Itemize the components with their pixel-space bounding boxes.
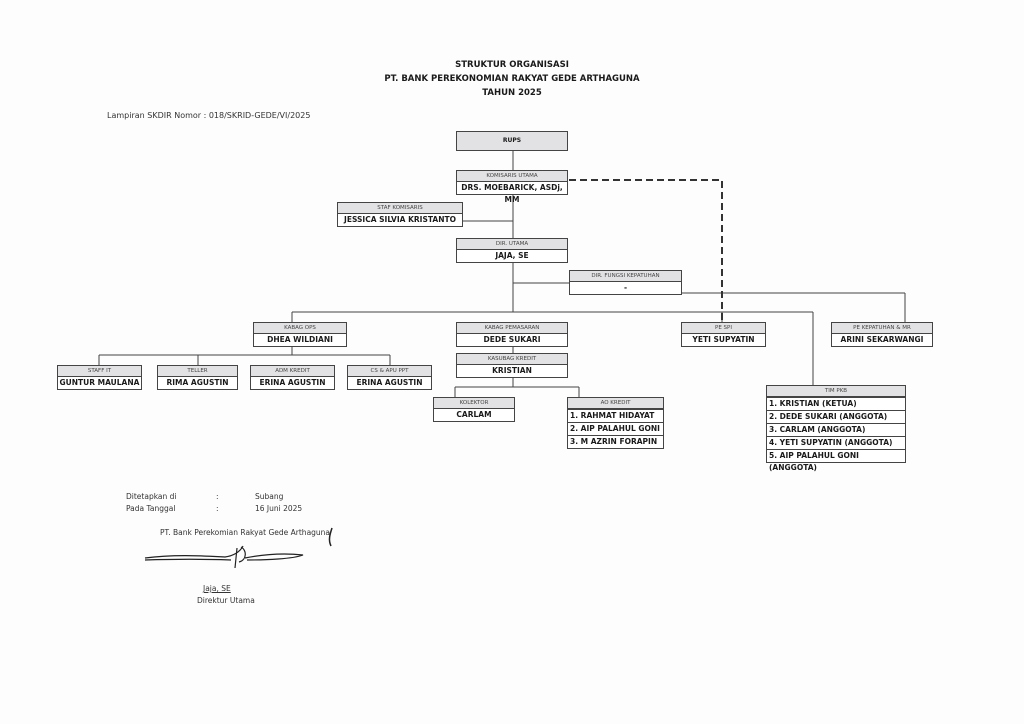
- tanggal-label: Pada Tanggal: [126, 504, 176, 513]
- person-name: ERINA AGUSTIN: [356, 378, 423, 387]
- person-name: DHEA WILDIANI: [267, 335, 333, 344]
- member-name: 5. AIP PALAHUL GONI (ANGGOTA): [767, 449, 905, 472]
- person-name: CARLAM: [456, 410, 492, 419]
- dashed-oversight-line: [569, 179, 723, 322]
- person-name: -: [623, 283, 628, 292]
- role-label: KOMISARIS UTAMA: [457, 171, 567, 182]
- title-line-1: STRUKTUR ORGANISASI: [455, 60, 569, 70]
- box-dir-fungsi-kepatuhan: DIR. FUNGSI KEPATUHAN -: [569, 270, 682, 295]
- document-title: STRUKTUR ORGANISASI PT. BANK PEREKONOMIA…: [0, 58, 1024, 100]
- member-name: 4. YETI SUPYATIN (ANGGOTA): [767, 436, 905, 449]
- role-label: KOLEKTOR: [434, 398, 514, 409]
- box-pe-spi: PE SPI YETI SUPYATIN: [681, 322, 766, 347]
- role-label: PE SPI: [682, 323, 765, 334]
- person-name: KRISTIAN: [492, 366, 532, 375]
- role-label: TELLER: [158, 366, 237, 377]
- member-name: 1. KRISTIAN (KETUA): [767, 397, 905, 410]
- box-kolektor: KOLEKTOR CARLAM: [433, 397, 515, 422]
- person-name: YETI SUPYATIN: [692, 335, 755, 344]
- box-kabag-ops: KABAG OPS DHEA WILDIANI: [253, 322, 347, 347]
- lampiran-reference: Lampiran SKDIR Nomor : 018/SKRID-GEDE/VI…: [107, 111, 311, 120]
- role-label: ADM KREDIT: [251, 366, 334, 377]
- role-label: AO KREDIT: [568, 398, 663, 409]
- box-adm-kredit: ADM KREDIT ERINA AGUSTIN: [250, 365, 335, 390]
- title-line-2: PT. BANK PEREKONOMIAN RAKYAT GEDE ARTHAG…: [384, 74, 640, 84]
- box-komisaris-utama: KOMISARIS UTAMA DRS. MOEBARICK, ASDj, MM: [456, 170, 568, 204]
- member-name: 2. DEDE SUKARI (ANGGOTA): [767, 410, 905, 423]
- title-line-3: TAHUN 2025: [482, 88, 542, 98]
- person-name: JESSICA SILVIA KRISTANTO: [344, 215, 456, 224]
- role-label: TIM PKB: [767, 386, 905, 397]
- person-name: GUNTUR MAULANA: [59, 378, 140, 387]
- ditetapkan-label: Ditetapkan di: [126, 492, 177, 501]
- box-kasubag-kredit: KASUBAG KREDIT KRISTIAN: [456, 353, 568, 378]
- box-dir-utama: DIR. UTAMA JAJA, SE: [456, 238, 568, 263]
- box-teller: TELLER RIMA AGUSTIN: [157, 365, 238, 390]
- person-name: DRS. MOEBARICK, ASDj, MM: [461, 183, 563, 204]
- box-kabag-pemasaran: KABAG PEMASARAN DEDE SUKARI: [456, 322, 568, 347]
- company-name: PT. Bank Perekomian Rakyat Gede Arthagun…: [160, 528, 331, 537]
- person-name: ARINI SEKARWANGI: [840, 335, 924, 344]
- member-name: 3. M AZRIN FORAPIN: [568, 435, 663, 448]
- box-cs-apu-ppt: CS & APU PPT ERINA AGUSTIN: [347, 365, 432, 390]
- role-label: STAF KOMISARIS: [338, 203, 462, 214]
- signer-title: Direktur Utama: [197, 596, 255, 605]
- colon-separator: :: [216, 492, 219, 501]
- box-tim-pkb: TIM PKB 1. KRISTIAN (KETUA) 2. DEDE SUKA…: [766, 385, 906, 472]
- tanggal-value: 16 Juni 2025: [255, 504, 303, 513]
- signature-icon: [144, 527, 333, 569]
- person-name: DEDE SUKARI: [483, 335, 541, 344]
- role-label: KASUBAG KREDIT: [457, 354, 567, 365]
- role-label: CS & APU PPT: [348, 366, 431, 377]
- box-pe-kepatuhan: PE KEPATUHAN & MR ARINI SEKARWANGI: [831, 322, 933, 347]
- signer-name: Jaja, SE: [203, 584, 231, 593]
- member-name: 2. AIP PALAHUL GONI: [568, 422, 663, 435]
- role-label: STAFF IT: [58, 366, 141, 377]
- person-name: ERINA AGUSTIN: [259, 378, 326, 387]
- box-staf-komisaris: STAF KOMISARIS JESSICA SILVIA KRISTANTO: [337, 202, 463, 227]
- ditetapkan-value: Subang: [255, 492, 284, 501]
- role-label: KABAG PEMASARAN: [457, 323, 567, 334]
- member-name: 3. CARLAM (ANGGOTA): [767, 423, 905, 436]
- box-staff-it: STAFF IT GUNTUR MAULANA: [57, 365, 142, 390]
- colon-separator: :: [216, 504, 219, 513]
- box-rups: RUPS: [456, 131, 568, 151]
- member-name: 1. RAHMAT HIDAYAT: [568, 409, 663, 422]
- role-label: DIR. FUNGSI KEPATUHAN: [570, 271, 681, 282]
- role-label: DIR. UTAMA: [457, 239, 567, 250]
- role-label: PE KEPATUHAN & MR: [832, 323, 932, 334]
- role-label: KABAG OPS: [254, 323, 346, 334]
- box-ao-kredit: AO KREDIT 1. RAHMAT HIDAYAT 2. AIP PALAH…: [567, 397, 664, 449]
- person-name: RIMA AGUSTIN: [166, 378, 229, 387]
- person-name: JAJA, SE: [495, 251, 529, 260]
